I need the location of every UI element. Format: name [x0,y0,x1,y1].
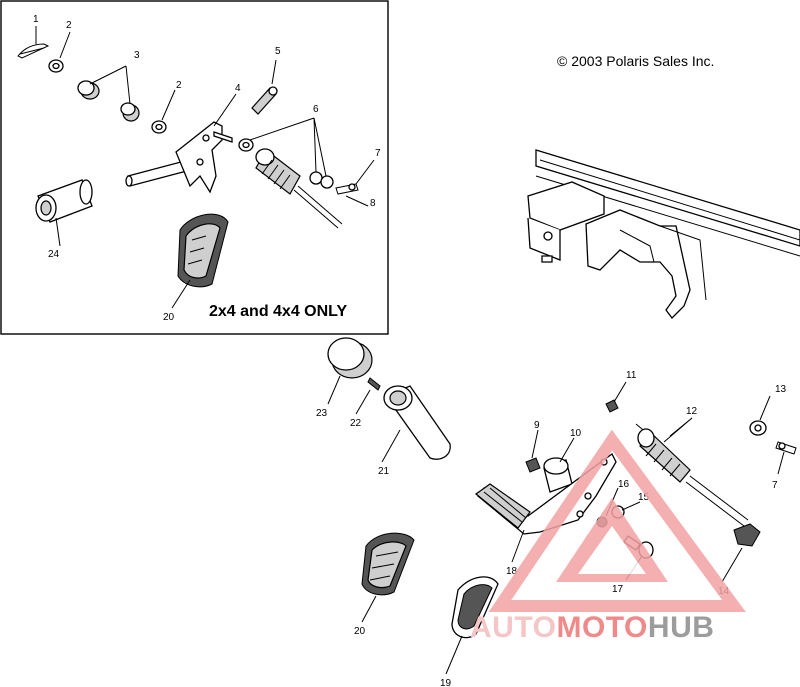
callout-2: 2 [66,20,72,31]
callout-11: 11 [626,370,637,381]
watermark-triangle [488,429,746,612]
watermark-hub: HUB [648,611,715,644]
callout-20b: 20 [354,626,366,637]
inset-caption: 2x4 and 4x4 ONLY [209,303,347,320]
part-4-lever [125,121,233,194]
callout-20: 20 [163,312,175,323]
part-1-clip [17,43,50,59]
callout-18: 18 [506,566,518,577]
part-2b-washer [151,120,167,134]
part-10-bushing [543,457,573,493]
watermark-text: AUTOMOTOHUB [470,611,714,644]
vehicle-frame [527,149,800,319]
callout-9: 9 [534,420,540,431]
part-20-pad-inset [177,213,229,288]
callout-24: 24 [48,249,60,260]
part-5-pin [251,86,278,115]
part-23-knob [327,337,373,379]
part-22-set-screw [367,377,381,391]
callout-15: 15 [638,492,650,503]
callout-17: 17 [612,584,624,595]
part-21-grip-sleeve [383,385,451,460]
part-24-grip [35,179,93,223]
part-11-nut [605,399,619,413]
callout-21: 21 [378,466,390,477]
inset-frame [0,0,389,335]
part-3-bushing [77,80,140,122]
callout-19: 19 [440,678,452,687]
callout-16: 16 [618,479,630,490]
part-6-washers [238,138,334,189]
callout-12: 12 [686,406,698,417]
part-12-spring [635,423,749,527]
watermark-moto: MOTO [556,611,647,644]
part-7b-cotter-pin [775,441,797,455]
callout-13: 13 [775,384,787,395]
part-18-pedal-lever [475,453,617,535]
part-9-nut [525,457,541,473]
watermark-auto: AUTO [470,611,556,644]
part-2-washer [48,59,64,73]
watermark-logo [488,429,746,612]
callout-1: 1 [33,14,39,25]
callout-7b: 7 [772,480,778,491]
callout-5: 5 [275,46,281,57]
callout-22: 22 [350,418,362,429]
callout-4: 4 [235,83,241,94]
callout-8: 8 [370,198,376,209]
part-20-pad-main [361,532,415,596]
callout-23: 23 [316,408,328,419]
callout-7: 7 [375,148,381,159]
part-7-cotter-pin [335,183,359,195]
part-spring-inset [255,148,343,229]
copyright-text: © 2003 Polaris Sales Inc. [557,53,714,69]
callout-10: 10 [570,428,582,439]
callout-3: 3 [134,50,140,61]
callout-2b: 2 [176,80,182,91]
part-13-washer [749,420,767,436]
part-14-clip [733,523,761,547]
callout-6: 6 [313,104,319,115]
part-19-pad [451,576,499,639]
